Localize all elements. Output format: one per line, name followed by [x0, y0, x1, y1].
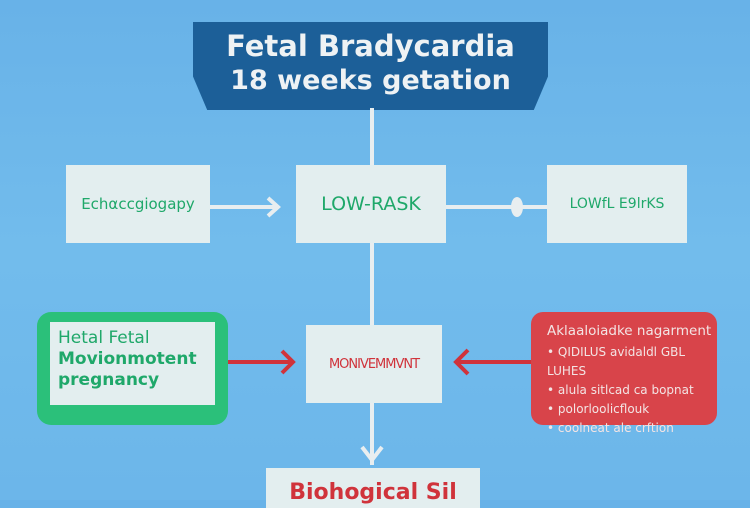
bullet-text: polorloolicflouk: [557, 402, 650, 416]
risk-factors-box: Aklaaloiadke nagarment • QIDILUS avidald…: [531, 312, 717, 435]
biological-box: Biohogical Sil: [266, 468, 480, 508]
arrow-green-to-center: [228, 349, 296, 375]
low-risk-box: LOW-RASK: [296, 165, 446, 243]
right-risk-box: LOWfL E9lrKS: [547, 165, 687, 243]
movement-box: MONIVEMMVNT: [306, 325, 442, 403]
fetal-movement-line-2: Movionmotent: [58, 349, 197, 369]
bullet-item: • coolneat ale crftion: [547, 421, 674, 435]
bullet-item: • polorloolicflouk: [547, 402, 650, 416]
title-line-1: Fetal Bradycardia: [226, 29, 515, 63]
arrow-center-to-bottom: [360, 445, 384, 464]
echocardiography-box: Echαccgiogapy: [66, 165, 210, 243]
connector-line: [370, 403, 374, 465]
connector-line: [370, 108, 374, 166]
bullet-text: QIDILUS avidaldl GBL LUHES: [547, 345, 686, 378]
bullet-item: • QIDILUS avidaldl GBL LUHES: [547, 345, 686, 378]
arrow-head-right: [511, 197, 523, 217]
fetal-movement-line-1: Hetal Fetal: [58, 328, 150, 348]
title-line-2: 18 weeks getation: [230, 65, 511, 96]
fetal-movement-box: Hetal Fetal Movionmotent pregnancy: [37, 312, 228, 425]
connector-line: [370, 243, 374, 326]
bullet-item: • alula sitlcad ca bopnat: [547, 383, 694, 397]
arrow-red-to-center: [453, 348, 531, 376]
arrow-echo-to-lowrisk: [210, 196, 281, 218]
title-banner: Fetal Bradycardia 18 weeks getation: [193, 22, 548, 110]
fetal-movement-line-3: pregnancy: [58, 370, 160, 390]
bullet-text: coolneat ale crftion: [557, 421, 674, 435]
risk-factors-heading: Aklaaloiadke nagarment: [547, 323, 712, 339]
bullet-text: alula sitlcad ca bopnat: [557, 383, 694, 397]
